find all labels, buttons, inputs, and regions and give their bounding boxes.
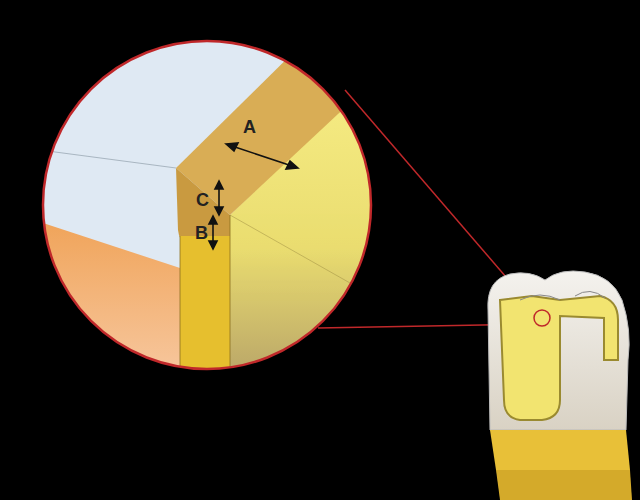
dimension-letter: C xyxy=(196,191,209,209)
dimension-letter: A xyxy=(243,118,256,136)
dimension-letter: B xyxy=(195,224,208,242)
tooth-drawing xyxy=(488,271,632,500)
